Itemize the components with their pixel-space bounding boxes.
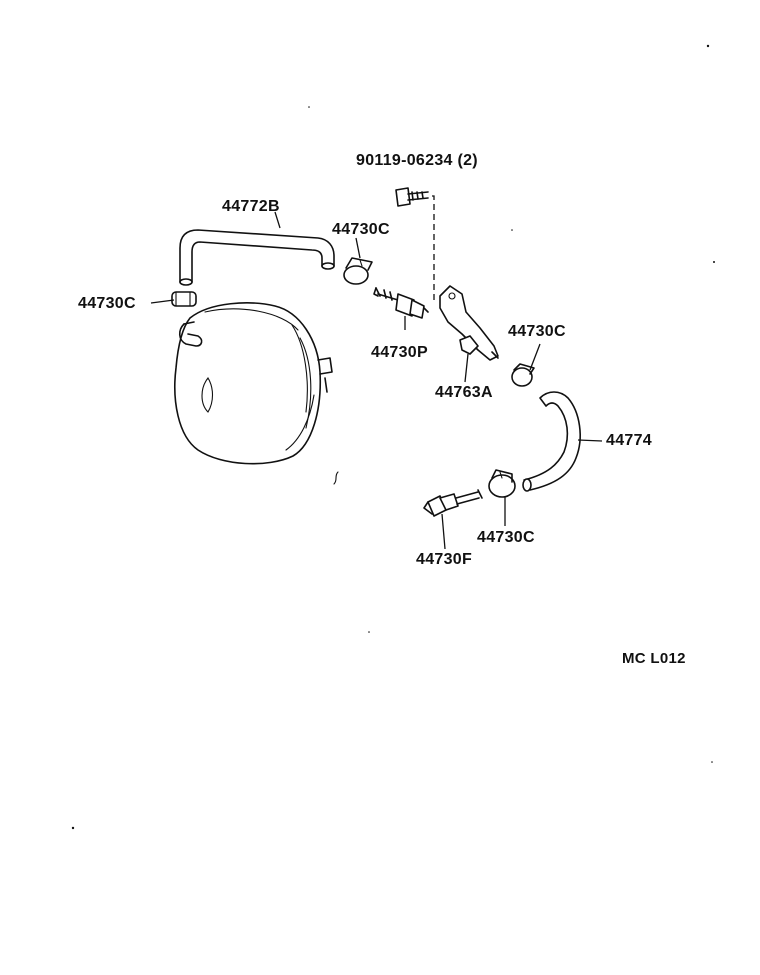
label-check-valve: 44730P [371,344,428,361]
label-bolt: 90119-06234 (2) [356,152,478,169]
label-clamp-left: 44730C [78,295,136,312]
bracket [439,285,499,361]
label-clamp-lower: 44730C [477,529,535,546]
clamp-upper-mid [343,257,373,285]
hose-44774 [522,391,581,492]
label-clamp-right: 44730C [508,323,566,340]
scan-specks [71,44,715,830]
label-union-fitting: 44730F [416,551,473,568]
bolt [395,187,435,302]
label-clamp-upper-mid: 44730C [332,221,390,238]
clamp-left [171,291,197,307]
label-bracket: 44763A [435,384,493,401]
brake-booster [174,302,339,485]
check-valve [373,287,429,319]
hose-44772b [179,229,335,286]
clamp-lower [488,469,516,498]
clamp-right [511,363,535,387]
union-fitting [423,489,483,517]
diagram-code: MC L012 [622,650,686,667]
label-hose-lower: 44774 [606,432,652,449]
leader-lines [150,211,603,550]
label-hose-upper: 44772B [222,198,280,215]
